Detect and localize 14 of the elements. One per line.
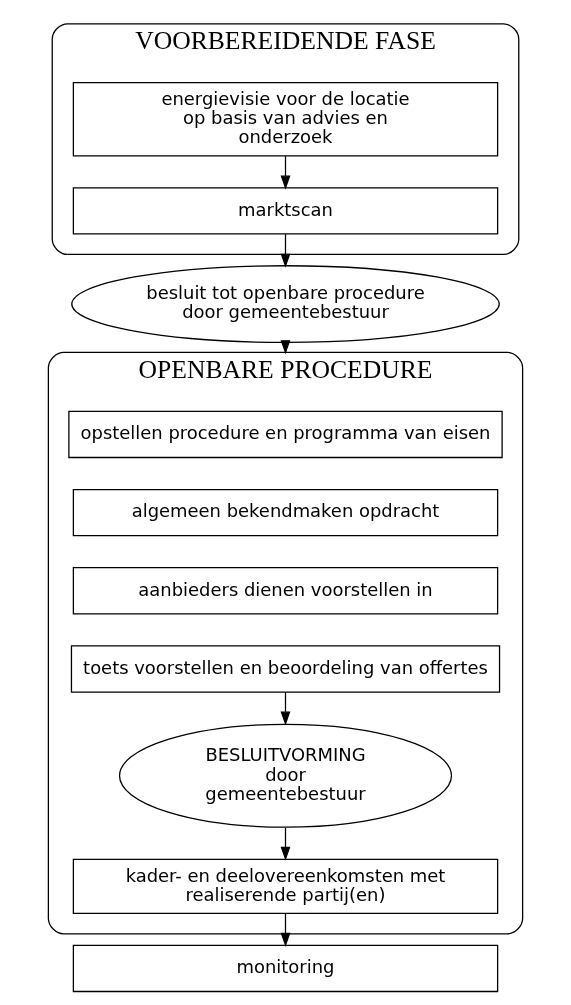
arrow [280,691,291,726]
node-box: marktscan [72,187,499,235]
node-box: toets voorstellen en beoordeling van offertes [70,645,501,693]
arrow [280,233,291,268]
node-box: opstellen procedure en programma van eisen [68,410,503,459]
arrow [280,155,291,190]
arrow [280,913,291,947]
arrow [280,827,291,861]
node-box: monitoring [72,944,499,993]
node-box: kader- en deelovereenkomsten met realiserende partij(en) [72,858,499,914]
node-box: aanbieders dienen voorstellen in [72,567,499,615]
node-ellipse: BESLUITVORMING door gemeentebestuur [118,723,453,828]
node-box: algemeen bekendmaken opdracht [72,488,499,537]
node-box: energievisie voor de locatie op basis van advies en onderzoek [72,82,499,157]
